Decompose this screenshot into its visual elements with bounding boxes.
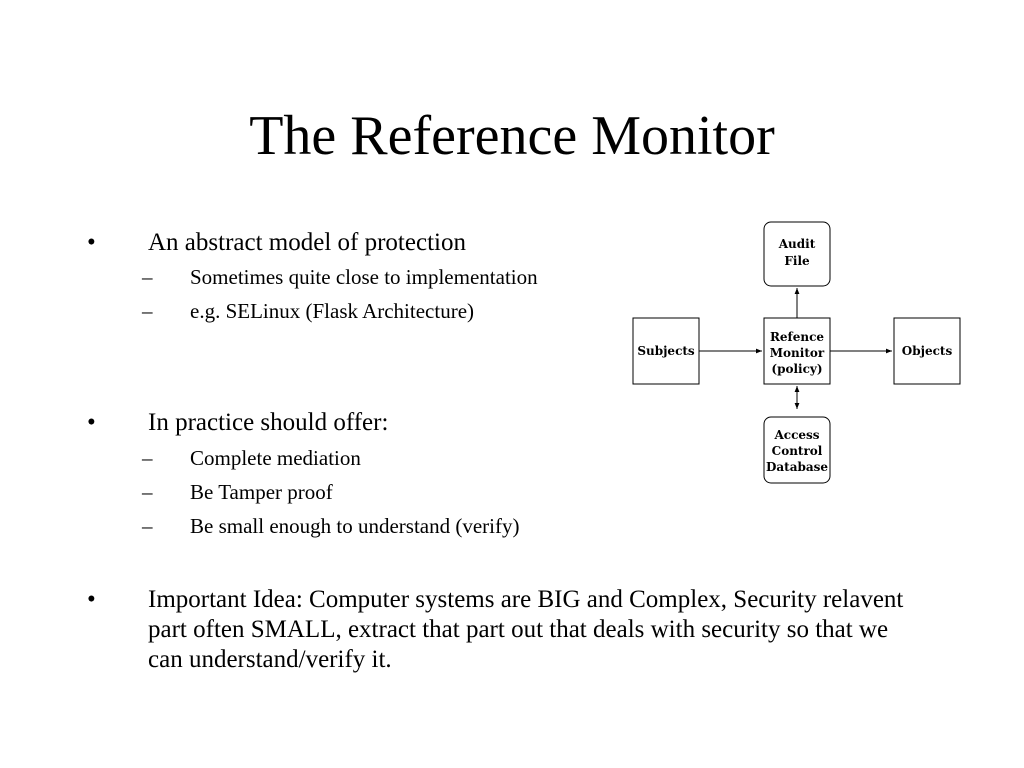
audit-label-line1: Audit <box>778 237 816 251</box>
sub-bullet-marker: – <box>142 299 153 323</box>
sub-bullet-2-2: Be Tamper proof <box>190 480 333 504</box>
slide-title: The Reference Monitor <box>249 105 775 167</box>
bullet-marker: • <box>87 229 96 256</box>
sub-bullet-marker: – <box>142 514 153 538</box>
sub-bullet-1-2: e.g. SELinux (Flask Architecture) <box>190 299 475 323</box>
monitor-label-line3: (policy) <box>771 362 822 376</box>
monitor-label-line1: Refence <box>770 330 824 344</box>
bullet-text-3: Important Idea: Computer systems are BIG… <box>148 586 904 673</box>
sub-bullet-marker: – <box>142 446 153 470</box>
sub-bullet-2-3: Be small enough to understand (verify) <box>190 514 520 538</box>
bullet-marker: • <box>87 409 96 436</box>
bullet-text-2: In practice should offer: <box>148 409 389 436</box>
objects-box <box>893 317 961 385</box>
access-control-database-box <box>763 416 831 484</box>
subjects-box <box>632 317 700 385</box>
acd-label-line1: Access <box>773 428 819 442</box>
audit-label-line2: File <box>784 254 810 268</box>
acd-label-line3: Database <box>766 460 828 474</box>
sub-bullet-2-1: Complete mediation <box>190 446 361 470</box>
sub-bullet-1-1: Sometimes quite close to implementation <box>190 265 538 289</box>
sub-bullet-marker: – <box>142 480 153 504</box>
objects-label: Objects <box>902 344 953 358</box>
bullet-marker: • <box>87 586 96 613</box>
acd-label-line2: Control <box>772 444 823 458</box>
subjects-label: Subjects <box>637 344 695 358</box>
audit-file-box <box>763 221 831 287</box>
bullet-text-1: An abstract model of protection <box>148 229 466 256</box>
sub-bullet-marker: – <box>142 265 153 289</box>
monitor-label-line2: Monitor <box>770 346 825 360</box>
